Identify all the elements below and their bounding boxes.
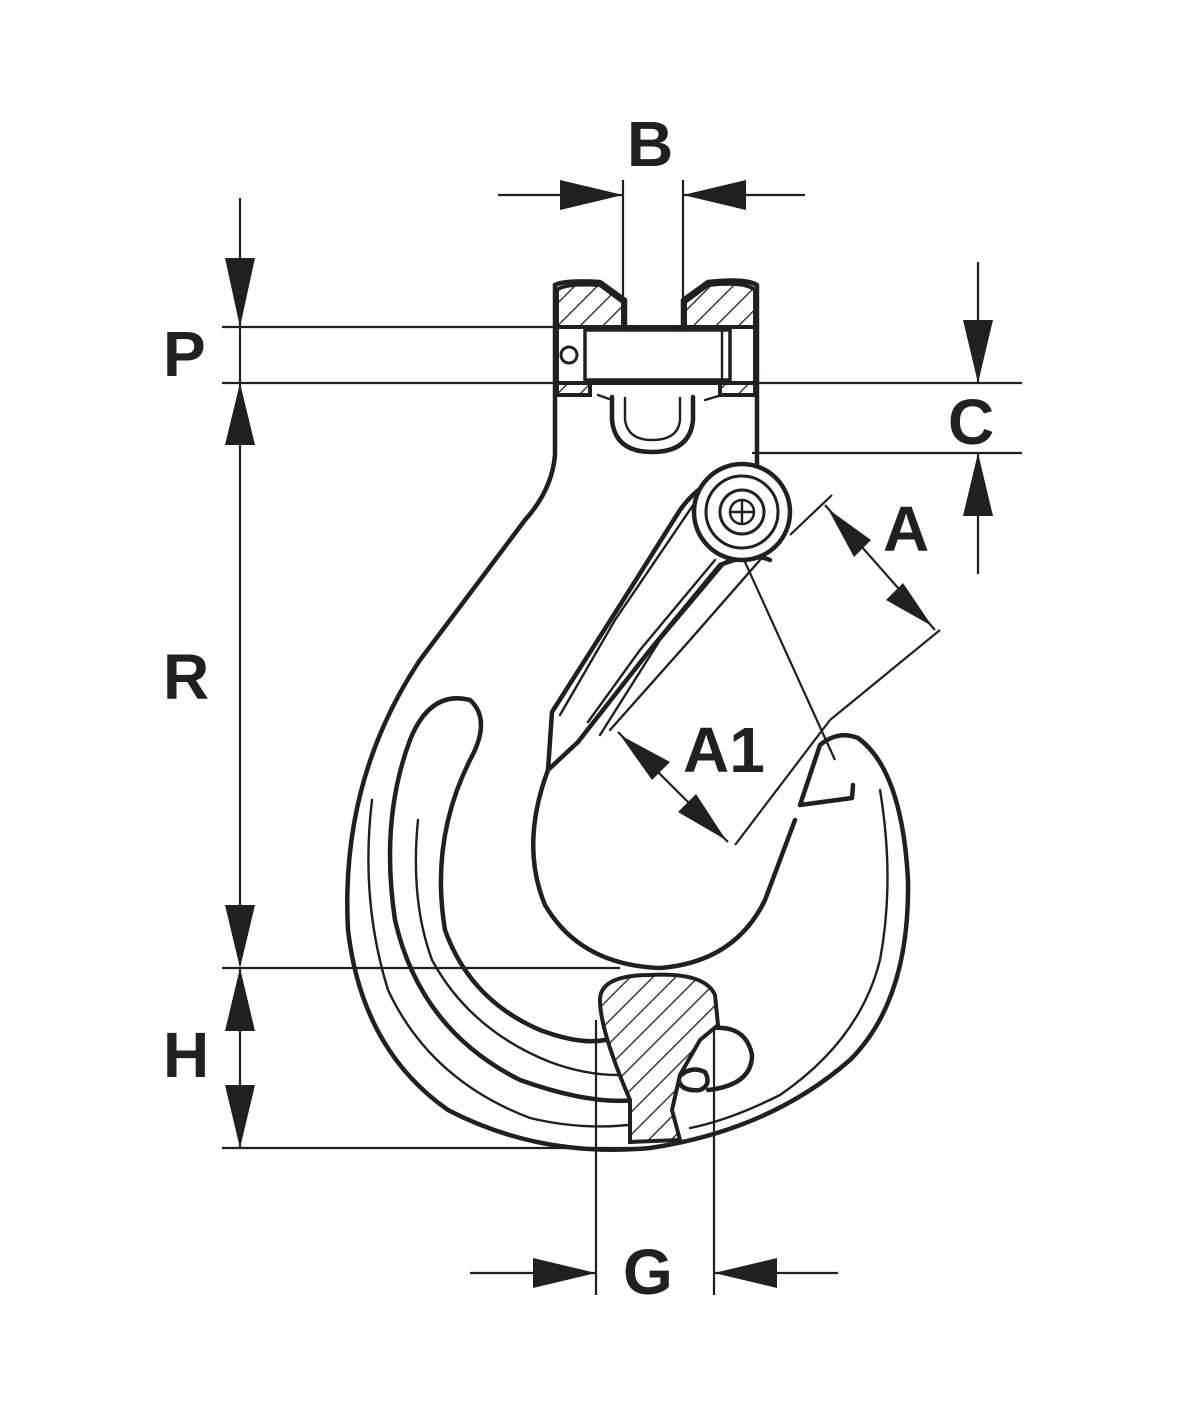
dimension-lines <box>222 180 1022 1295</box>
safety-latch <box>545 461 793 773</box>
label-c: C <box>948 386 995 458</box>
label-a1: A1 <box>683 714 765 786</box>
label-h: H <box>163 1019 210 1091</box>
label-p: P <box>163 318 206 390</box>
hook-base-section <box>597 972 721 1145</box>
clevis-head <box>555 281 757 455</box>
label-r: R <box>163 641 210 713</box>
label-a: A <box>883 493 930 565</box>
label-b: B <box>627 108 674 180</box>
label-g: G <box>623 1236 673 1308</box>
